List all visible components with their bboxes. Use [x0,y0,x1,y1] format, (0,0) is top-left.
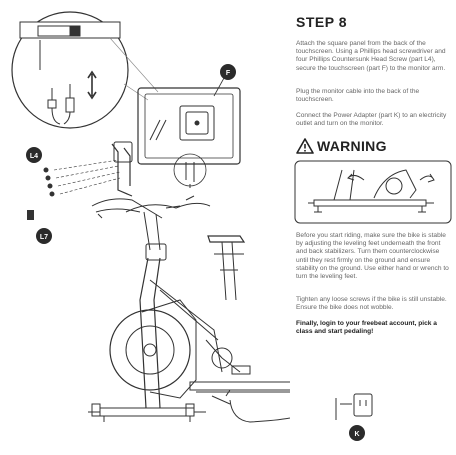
final-instruction: Finally, login to your freebeat account,… [296,320,437,336]
detail-magnifier [11,11,129,129]
instruction-2: Plug the monitor cable into the back of … [296,88,420,104]
svg-text:L7: L7 [40,234,48,241]
warning-triangle-icon [296,138,314,154]
warning-title: WARNING [317,138,387,154]
leveling-feet-illustration [294,160,452,224]
assembly-illustration: F L4 L7 [11,11,290,423]
warning-paragraph-1: Before you start riding, make sure the b… [296,232,449,281]
warning-heading: WARNING [296,138,387,154]
step-title: STEP 8 [296,14,347,30]
power-adapter: K [229,399,290,423]
warning-paragraph-2: Tighten any loose screws if the bike is … [296,296,447,312]
svg-text:F: F [226,70,231,77]
instruction-3: Connect the Power Adapter (part K) to an… [296,112,447,128]
callout-k: K [349,425,365,441]
svg-text:L4: L4 [30,153,38,160]
bike-frame [88,141,290,422]
screws-l4: L4 [26,147,121,197]
tool-l7: L7 [27,210,52,244]
svg-text:K: K [354,431,359,438]
touchscreen [137,87,241,165]
callout-f: F [213,64,236,97]
instruction-1: Attach the square panel from the back of… [296,40,446,72]
wall-outlet-icon [335,393,373,420]
